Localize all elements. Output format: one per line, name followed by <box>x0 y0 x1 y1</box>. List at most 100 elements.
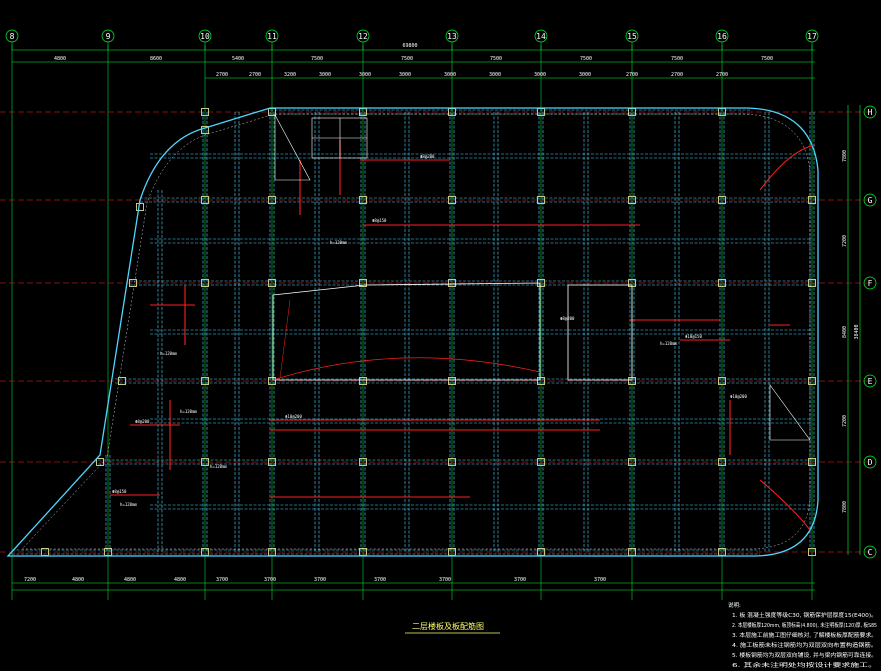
annotation-tags: h=120mmh=120mmh=120mmh=120mmh=120mmh=120… <box>112 154 747 507</box>
dim-right: 8400 <box>842 326 848 338</box>
dim-right: 7800 <box>842 150 848 162</box>
rebar-tag: Φ8@150 <box>112 489 127 494</box>
column <box>808 458 816 466</box>
dim-bottom: 3700 <box>439 577 451 583</box>
column <box>628 196 636 204</box>
dim-top-lower: 3000 <box>444 72 456 78</box>
column <box>718 458 726 466</box>
column <box>808 548 816 556</box>
building-outline-inner <box>21 113 811 550</box>
dim-bottom: 7200 <box>24 577 36 583</box>
slab-thickness-tag: h=120mm <box>330 240 347 245</box>
note-item: 1. 板 混凝土强度等级C30, 钢筋保护层厚度15(E400)。 <box>732 611 877 619</box>
note-item: 4. 施工板筋未标注钢筋均为双层双向布置构造钢筋。 <box>732 641 877 649</box>
notes-list: 1. 板 混凝土强度等级C30, 钢筋保护层厚度15(E400)。 2. 本层楼板… <box>732 611 877 669</box>
building-outline <box>6 107 819 557</box>
dim-bottom: 3700 <box>314 577 326 583</box>
column <box>201 279 209 287</box>
column <box>201 196 209 204</box>
axis-bubble <box>5 29 19 43</box>
rebar-tag: Φ8@200 <box>420 154 435 159</box>
column <box>201 458 209 466</box>
dim-top-upper: 7500 <box>490 56 502 62</box>
axis-label-x: 14 <box>536 32 546 41</box>
dim-top-upper: 7500 <box>671 56 683 62</box>
dim-top-lower: 3000 <box>399 72 411 78</box>
dim-top-upper: 7500 <box>761 56 773 62</box>
column <box>118 377 126 385</box>
column <box>628 458 636 466</box>
column <box>808 279 816 287</box>
dim-bottom: 3700 <box>514 577 526 583</box>
atrium-opening <box>272 282 541 381</box>
axis-label-x: 16 <box>717 32 727 41</box>
column <box>448 377 456 385</box>
dim-bottom: 4800 <box>72 577 84 583</box>
axis-label-y: H <box>868 108 873 117</box>
dim-top-upper: 7500 <box>401 56 413 62</box>
slab-thickness-tag: h=120mm <box>180 409 197 414</box>
column <box>201 126 209 134</box>
drawing-title: 二层楼板及板配筋图 <box>412 621 484 631</box>
column <box>268 458 276 466</box>
rebar-tag: Φ8@150 <box>372 218 387 223</box>
column <box>268 196 276 204</box>
axis-label-y: D <box>868 458 873 467</box>
axis-label-x: 13 <box>447 32 457 41</box>
column <box>537 458 545 466</box>
rebar-tag: Φ8@200 <box>135 419 150 424</box>
dim-top-upper: 5400 <box>232 56 244 62</box>
dim-top-upper: 7500 <box>580 56 592 62</box>
column <box>359 196 367 204</box>
column <box>268 279 276 287</box>
column <box>359 458 367 466</box>
rebar-tag: Φ8@200 <box>560 316 575 321</box>
rebar-tag: Φ10@200 <box>285 414 302 419</box>
rebar-tag: Φ10@200 <box>730 394 747 399</box>
axis-bubble <box>101 29 115 43</box>
axis-label-x: 17 <box>807 32 817 41</box>
column <box>448 196 456 204</box>
dim-top-lower: 2700 <box>249 72 261 78</box>
note-item: 2. 本层楼板厚120mm, 板顶标高(4.800), 未注明板厚(120)厚,… <box>732 621 877 629</box>
overall-dim-right: 38400 <box>854 324 860 339</box>
rebar-lines <box>110 140 790 498</box>
axis-bubble <box>715 29 729 43</box>
dim-bottom: 3700 <box>374 577 386 583</box>
slab-thickness-tag: h=120mm <box>210 464 227 469</box>
overall-dim-top: 69800 <box>402 43 417 49</box>
dim-top-lower: 3000 <box>489 72 501 78</box>
axis-bubble <box>265 29 279 43</box>
column <box>359 377 367 385</box>
column <box>808 196 816 204</box>
dim-bottom: 4800 <box>174 577 186 583</box>
column <box>448 458 456 466</box>
atrium-arc <box>272 357 541 381</box>
dim-bottom: 4800 <box>124 577 136 583</box>
axis-label-x: 9 <box>106 32 111 41</box>
axis-bubble <box>805 29 819 43</box>
dim-top-lower: 3000 <box>579 72 591 78</box>
dim-bottom: 3700 <box>594 577 606 583</box>
note-item: 3. 本层施工前施工图仔细核对, 了解楼板板厚配筋要求。 <box>732 631 877 639</box>
dim-top-lower: 3000 <box>359 72 371 78</box>
axis-label-x: 15 <box>627 32 637 41</box>
corner-rebar-bottom <box>759 479 811 531</box>
slab-thickness-tag: h=120mm <box>160 351 177 356</box>
dim-top-lower: 3000 <box>319 72 331 78</box>
slab-thickness-tag: h=120mm <box>660 341 677 346</box>
dim-bottom: 3700 <box>264 577 276 583</box>
stair-shaft-right <box>769 384 811 441</box>
dim-top-upper: 7500 <box>311 56 323 62</box>
axis-label-x: 12 <box>358 32 368 41</box>
axis-bubble <box>863 455 877 469</box>
axis-label-x: 8 <box>10 32 15 41</box>
axis-bubble <box>534 29 548 43</box>
column <box>537 377 545 385</box>
axis-bubble <box>445 29 459 43</box>
column <box>268 377 276 385</box>
axis-bubble <box>198 29 212 43</box>
